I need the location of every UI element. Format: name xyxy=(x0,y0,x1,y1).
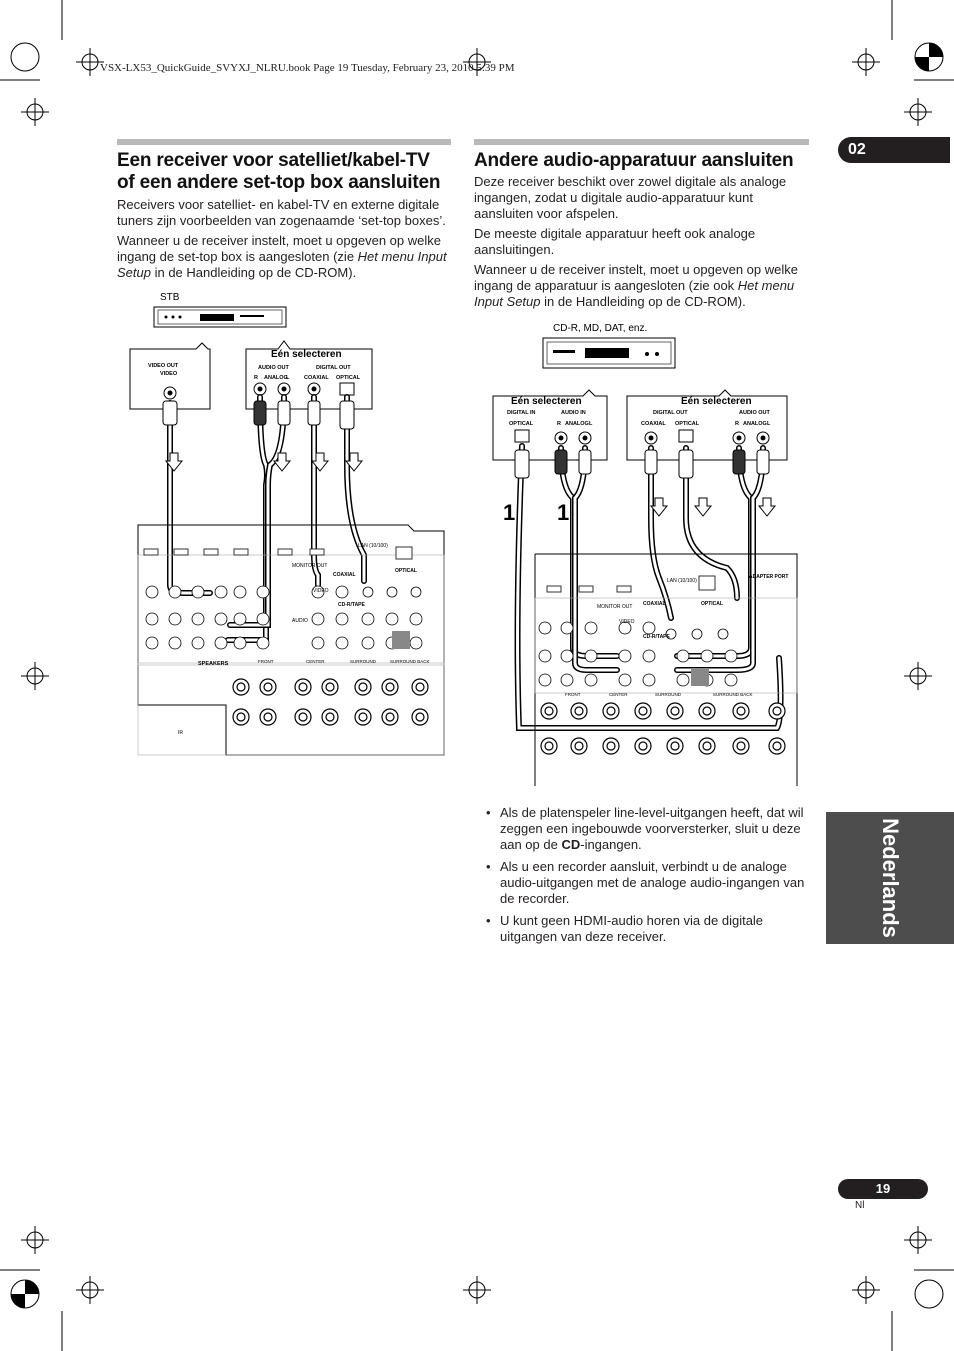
cdr-device-icon xyxy=(542,337,676,369)
svg-text:IR: IR xyxy=(178,730,183,736)
svg-text:LAN (10/100): LAN (10/100) xyxy=(667,578,697,584)
receiver-rear-panel-left: COAXIAL OPTICAL CD-R/TAPE MONITOR OUT VI… xyxy=(137,524,445,756)
svg-text:COAXIAL: COAXIAL xyxy=(641,421,666,427)
svg-text:LAN (10/100): LAN (10/100) xyxy=(358,543,388,549)
svg-text:SURROUND: SURROUND xyxy=(655,692,682,697)
svg-text:DIGITAL IN: DIGITAL IN xyxy=(507,410,536,416)
audio-equipment-connection-diagram: CD-R, MD, DAT, enz. Eén selecteren Eén s… xyxy=(492,323,798,786)
svg-text:R: R xyxy=(735,421,739,427)
right-paragraph-3: Wanneer u de receiver instelt, moet u op… xyxy=(474,262,798,309)
chapter-badge: 02 xyxy=(838,137,950,163)
left-paragraph-2: Wanneer u de receiver instelt, moet u op… xyxy=(117,233,447,280)
note-item: Als de platenspeler line-level-uitgangen… xyxy=(478,805,810,853)
stb-device-icon xyxy=(153,306,287,328)
svg-text:CENTER: CENTER xyxy=(609,692,628,697)
stb-select-one-label: Eén selecteren xyxy=(271,349,342,360)
note-item: U kunt geen HDMI-audio horen via de digi… xyxy=(478,913,810,945)
left-section-title: Een receiver voor satelliet/kabel-TV of … xyxy=(117,150,441,193)
stb-connection-diagram: STB VIDEO OUT VIDEO Eén selecteren AUDIO… xyxy=(129,292,445,756)
svg-text:DIGITAL OUT: DIGITAL OUT xyxy=(653,410,688,416)
svg-text:FRONT: FRONT xyxy=(258,659,274,664)
language-tab-label: Nederlands xyxy=(878,818,903,938)
print-header: VSX-LX53_QuickGuide_SVYXJ_NLRU.book Page… xyxy=(100,62,515,74)
svg-text:OPTICAL: OPTICAL xyxy=(395,568,417,574)
svg-text:DIGITAL OUT: DIGITAL OUT xyxy=(316,365,351,371)
svg-text:VIDEO: VIDEO xyxy=(619,619,635,625)
svg-text:Eén selecteren: Eén selecteren xyxy=(511,396,582,407)
marker-one-a: 1 xyxy=(503,500,515,525)
marker-one-b: 1 xyxy=(557,500,569,525)
svg-text:AUDIO IN: AUDIO IN xyxy=(561,410,586,416)
svg-text:L: L xyxy=(767,421,771,427)
svg-text:COAXIAL: COAXIAL xyxy=(304,375,329,381)
svg-text:AUDIO OUT: AUDIO OUT xyxy=(739,410,771,416)
svg-text:OPTICAL: OPTICAL xyxy=(701,601,723,607)
svg-text:OPTICAL: OPTICAL xyxy=(675,421,700,427)
svg-text:ANALOG: ANALOG xyxy=(264,375,288,381)
svg-text:Eén selecteren: Eén selecteren xyxy=(681,396,752,407)
svg-text:SPEAKERS: SPEAKERS xyxy=(198,661,229,667)
right-paragraph-1: Deze receiver beschikt over zowel digita… xyxy=(474,174,787,221)
section-rule-right xyxy=(474,139,809,145)
page-number: 19 xyxy=(838,1179,928,1199)
left-paragraph-1: Receivers voor satelliet- en kabel-TV en… xyxy=(117,197,446,228)
note-item: Als u een recorder aansluit, verbindt u … xyxy=(478,859,810,907)
svg-text:L: L xyxy=(286,375,290,381)
svg-text:MONITOR OUT: MONITOR OUT xyxy=(292,563,327,569)
svg-text:AUDIO: AUDIO xyxy=(292,618,308,624)
svg-text:FRONT: FRONT xyxy=(565,692,581,697)
svg-text:SURROUND BACK: SURROUND BACK xyxy=(390,659,430,664)
section-rule-left xyxy=(117,139,451,145)
svg-text:VIDEO OUT: VIDEO OUT xyxy=(148,363,179,369)
svg-text:ANALOG: ANALOG xyxy=(565,421,589,427)
svg-text:CD-R/TAPE: CD-R/TAPE xyxy=(338,602,366,608)
svg-text:SURROUND: SURROUND xyxy=(350,659,377,664)
svg-text:AUDIO OUT: AUDIO OUT xyxy=(258,365,290,371)
svg-text:L: L xyxy=(589,421,593,427)
stb-device-label: STB xyxy=(160,292,180,303)
svg-text:R: R xyxy=(254,375,258,381)
svg-text:MONITOR OUT: MONITOR OUT xyxy=(597,604,632,610)
svg-text:OPTICAL: OPTICAL xyxy=(336,375,361,381)
svg-text:VIDEO: VIDEO xyxy=(313,588,329,594)
receiver-rear-panel-right: COAXIAL OPTICAL CD-R/TAPE LAN (10/100) A… xyxy=(534,553,798,786)
svg-text:CENTER: CENTER xyxy=(306,659,325,664)
svg-text:SURROUND BACK: SURROUND BACK xyxy=(713,692,753,697)
page-language-code: Nl xyxy=(855,1200,865,1211)
language-tab: Nederlands xyxy=(826,812,954,944)
svg-text:R: R xyxy=(557,421,561,427)
svg-text:COAXIAL: COAXIAL xyxy=(643,601,666,607)
audio-device-label: CD-R, MD, DAT, enz. xyxy=(553,323,647,334)
notes-list: Als de platenspeler line-level-uitgangen… xyxy=(478,805,810,951)
svg-text:COAXIAL: COAXIAL xyxy=(333,572,356,578)
right-paragraph-2: De meeste digitale apparatuur heeft ook … xyxy=(474,226,756,257)
svg-text:ADAPTER PORT: ADAPTER PORT xyxy=(749,574,788,580)
svg-text:VIDEO: VIDEO xyxy=(160,371,178,377)
svg-text:ANALOG: ANALOG xyxy=(743,421,767,427)
svg-text:CD-R/TAPE: CD-R/TAPE xyxy=(643,634,671,640)
right-section-title: Andere audio-apparatuur aansluiten xyxy=(474,150,794,171)
svg-text:OPTICAL: OPTICAL xyxy=(509,421,534,427)
